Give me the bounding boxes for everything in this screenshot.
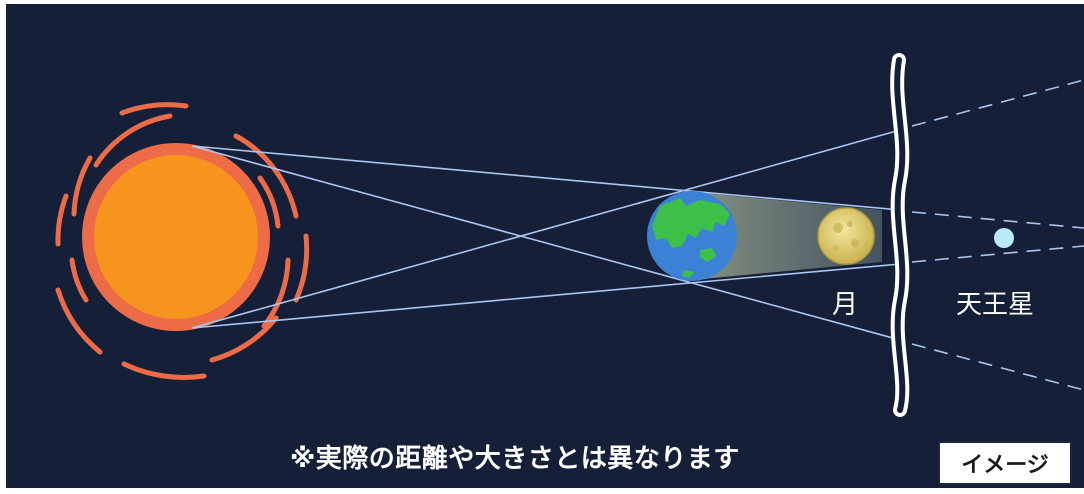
disclaimer-note: ※実際の距離や大きさとは異なります (290, 444, 740, 474)
distance-break-icon (890, 53, 910, 417)
light-lines (191, 129, 901, 341)
earth-icon (647, 191, 737, 281)
image-badge: イメージ (938, 441, 1072, 485)
dashed-extensions (911, 79, 1084, 391)
moon-icon (817, 207, 875, 265)
uranus-icon (994, 228, 1014, 248)
moon-label: 月 (832, 290, 859, 320)
sun-rays (55, 102, 310, 380)
sun-icon (82, 143, 270, 331)
uranus-label: 天王星 (956, 290, 1035, 320)
